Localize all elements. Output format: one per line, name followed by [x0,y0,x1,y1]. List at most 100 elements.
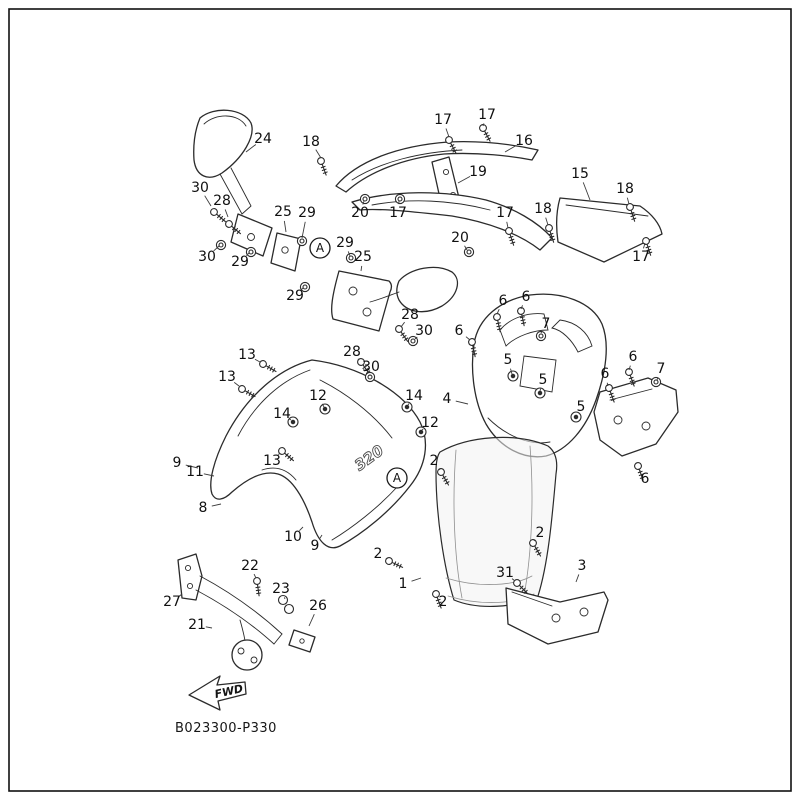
front-stay-assembly [177,553,316,671]
part-callout-29: 29 [298,205,316,221]
part-callout-18: 18 [302,134,320,150]
screw-glyph [445,136,458,154]
collar-part [277,594,295,615]
lower-bracket-part [505,587,609,645]
screw-glyph [225,220,242,235]
leader-line [582,182,591,201]
leader-line [626,197,630,205]
leader-line [411,577,422,582]
leader-line [321,403,325,408]
part-callout-13: 13 [263,453,281,469]
part-callout-20: 20 [451,230,469,246]
nut-washer-glyph [245,246,257,258]
screw-glyph [605,384,616,403]
leader-line [540,331,543,334]
leader-line [606,382,609,387]
part-callout-13: 13 [238,347,256,363]
leader-line [204,195,212,207]
part-callout-25: 25 [274,204,292,220]
nut-washer-glyph [407,335,419,347]
grommet-glyph [319,403,331,415]
view-marker-circle [309,237,331,259]
part-callout-23: 23 [272,581,290,597]
part-callout-6: 6 [522,289,531,305]
screw-glyph [259,360,277,373]
leader-line [400,321,405,328]
leader-line [246,252,250,256]
grommet-glyph [534,387,546,399]
leader-line [575,574,580,583]
screw-glyph [385,557,404,569]
part-callout-18: 18 [616,181,634,197]
part-callout-30: 30 [198,249,216,265]
part-code-label: B023300-P330 [175,721,277,736]
leader-line [213,245,220,252]
rear-view-mirror-part [193,109,273,257]
leader-line [545,217,549,226]
mirror-bracket-assembly [270,232,459,332]
part-callout-31: 31 [496,565,514,581]
screw-glyph [634,462,645,481]
part-callout-6: 6 [601,366,610,382]
part-callout-22: 22 [241,558,259,574]
leader-line [638,468,641,472]
screw-glyph [529,539,542,557]
part-callout-18: 18 [534,201,552,217]
leader-line [445,128,450,138]
leader-line [506,221,509,229]
part-callout-17: 17 [632,249,650,265]
grommet-glyph [507,370,519,382]
part-callout-19: 19 [469,164,487,180]
leader-line [203,473,215,477]
fwd-direction-arrow: FWD [188,675,247,711]
leader-line [205,626,213,629]
view-marker-label: A [393,471,402,485]
leader-line [438,468,441,471]
part-callout-5: 5 [539,372,548,388]
screw-glyph [432,590,443,609]
leader-line [510,368,513,375]
part-callout-17: 17 [389,205,407,221]
nut-washer-glyph [650,376,662,388]
screw-glyph [493,313,503,333]
part-callout-13: 13 [218,369,236,385]
part-callout-10: 10 [284,529,302,545]
fastener-layer [210,124,662,609]
nut-washer-glyph [359,193,371,205]
leader-line [628,365,631,371]
leader-line [301,287,304,290]
leader-line [643,242,646,249]
screw-glyph [642,237,653,256]
part-callout-15: 15 [571,166,589,182]
leader-line [253,573,257,579]
leader-line [362,200,365,205]
meter-visor-lower-part [351,192,553,251]
part-callout-27: 27 [163,594,181,610]
screw-glyph [253,577,262,597]
part-callout-9: 9 [311,538,320,554]
leader-line [656,377,659,381]
leader-line [496,308,500,315]
screw-glyph [317,157,328,176]
leader-line [357,358,360,361]
leader-line [539,388,542,392]
nut-washer-glyph [345,252,357,264]
part-callout-5: 5 [504,352,513,368]
grommet-glyph [570,411,582,423]
part-callout-30: 30 [191,180,209,196]
grommet-glyph [401,401,413,413]
part-callout-25: 25 [354,249,372,265]
part-callout-11: 11 [186,464,204,480]
leader-line [233,382,240,387]
screw-glyph [210,208,227,223]
leader-line [504,145,517,153]
screw-glyph [625,368,636,387]
part-callout-28: 28 [213,193,231,209]
part-callout-29: 29 [286,288,304,304]
view-marker-circle [386,467,408,489]
screw-glyph [395,325,409,342]
part-callout-9: 9 [173,455,182,471]
